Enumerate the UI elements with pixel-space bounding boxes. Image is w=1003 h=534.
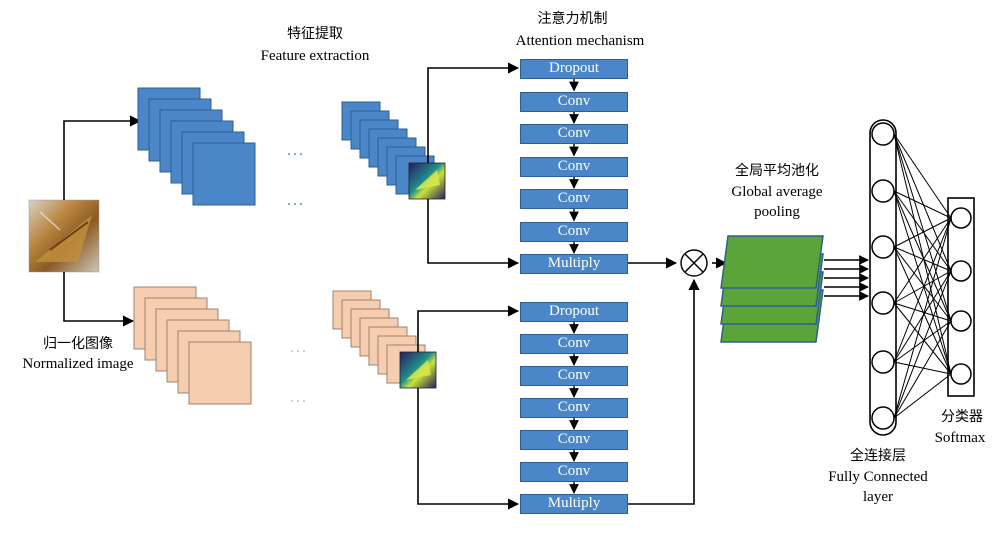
- top-conv-block-1: Conv: [520, 91, 628, 112]
- top-multiply-block-6: Multiply: [520, 254, 628, 274]
- fc-softmax-connections: [893, 133, 952, 419]
- fc-neuron: [871, 350, 895, 374]
- peach-feature-map: [188, 341, 252, 405]
- fc-softmax-edge: [893, 361, 952, 375]
- ellipsis-blue-2: ...: [287, 192, 305, 209]
- fc-softmax-edge: [893, 320, 952, 363]
- ellipsis-peach-2: ...: [290, 389, 308, 406]
- fc-softmax-edge: [893, 302, 952, 322]
- fc-softmax-edge: [893, 246, 952, 272]
- softmax-neuron: [950, 363, 972, 385]
- elementwise-product-icon: [680, 249, 708, 277]
- softmax-label-cn: 分类器: [941, 409, 983, 425]
- gap-label-en-1: Global average: [731, 184, 823, 200]
- pooled-feature-plate: [720, 235, 824, 289]
- fc-softmax-edge: [893, 217, 952, 304]
- blue-feature-map: [192, 142, 256, 206]
- feature-extraction-label-cn: 特征提取: [287, 26, 343, 42]
- fc-softmax-edge: [893, 246, 952, 375]
- fc-softmax-edge: [893, 133, 952, 375]
- normalized-image-label-en: Normalized image: [22, 356, 134, 372]
- attention-label-cn: 注意力机制: [537, 11, 608, 27]
- fc-softmax-edge: [893, 270, 952, 419]
- fc-softmax-edge: [893, 217, 952, 248]
- fc-neuron: [871, 235, 895, 259]
- normalized-image-label-cn: 归一化图像: [43, 336, 113, 352]
- top-conv-block-4: Conv: [520, 189, 628, 209]
- fc-neuron: [871, 122, 895, 146]
- fc-softmax-edge: [893, 190, 952, 322]
- fc-softmax-edge: [893, 190, 952, 219]
- attention-heatmap-bottom: [399, 351, 437, 389]
- bottom-conv-block-5: Conv: [520, 462, 628, 482]
- softmax-neuron: [950, 310, 972, 332]
- bottom-conv-block-2: Conv: [520, 366, 628, 386]
- attention-heatmap-top: [408, 162, 446, 200]
- fc-softmax-edge: [893, 302, 952, 375]
- fc-label-en-2: layer: [863, 489, 893, 505]
- blue-feature-stack-large: [137, 87, 256, 206]
- gap-label-en-2: pooling: [754, 204, 800, 220]
- multiply-to-product-arrows: [628, 257, 728, 505]
- ellipsis-blue-1: ...: [287, 142, 305, 159]
- fc-softmax-edge: [893, 190, 952, 375]
- global-average-pooling-plates: [720, 235, 824, 343]
- top-conv-block-5: Conv: [520, 221, 628, 242]
- fc-softmax-edge: [893, 373, 952, 419]
- attention-label-en: Attention mechanism: [515, 33, 645, 49]
- fc-softmax-edge: [893, 190, 952, 272]
- softmax-neuron: [950, 260, 972, 282]
- input-image: [28, 199, 100, 273]
- fc-softmax-edge: [893, 133, 952, 322]
- fc-label-cn: 全连接层: [850, 448, 906, 464]
- fc-neuron: [871, 291, 895, 315]
- fc-neuron: [871, 179, 895, 203]
- top-conv-block-3: Conv: [520, 156, 628, 177]
- fc-softmax-edge: [893, 270, 952, 304]
- top-conv-block-2: Conv: [520, 124, 628, 144]
- gap-label-cn: 全局平均池化: [735, 163, 819, 179]
- fully-connected-layer: [869, 119, 897, 436]
- bottom-conv-block-1: Conv: [520, 334, 628, 354]
- fc-softmax-edge: [893, 133, 952, 272]
- softmax-neuron: [950, 207, 972, 229]
- bottom-conv-block-4: Conv: [520, 430, 628, 450]
- top-dropout-block-0: Dropout: [520, 59, 628, 79]
- bottom-conv-block-3: Conv: [520, 398, 628, 418]
- fc-softmax-edge: [893, 133, 952, 219]
- fc-softmax-edge: [893, 320, 952, 419]
- attention-branch-arrows: [417, 62, 520, 510]
- fc-softmax-edge: [893, 217, 952, 363]
- ellipsis-peach-1: ...: [290, 339, 308, 356]
- softmax-layer: [947, 197, 975, 397]
- peach-feature-stack-large: [133, 286, 252, 405]
- fc-neuron: [871, 406, 895, 430]
- fc-softmax-edge: [893, 217, 952, 419]
- fc-label-en-1: Fully Connected: [828, 469, 928, 485]
- bottom-dropout-block-0: Dropout: [520, 302, 628, 322]
- blue-feature-stack-small: [341, 101, 435, 195]
- softmax-label-en: Softmax: [934, 430, 986, 446]
- bottom-multiply-block-6: Multiply: [520, 494, 628, 514]
- feature-extraction-label-en: Feature extraction: [260, 48, 370, 64]
- fc-softmax-edge: [893, 246, 952, 322]
- pooling-to-fc-arrows: [824, 255, 869, 301]
- input-split-arrows: [63, 115, 142, 327]
